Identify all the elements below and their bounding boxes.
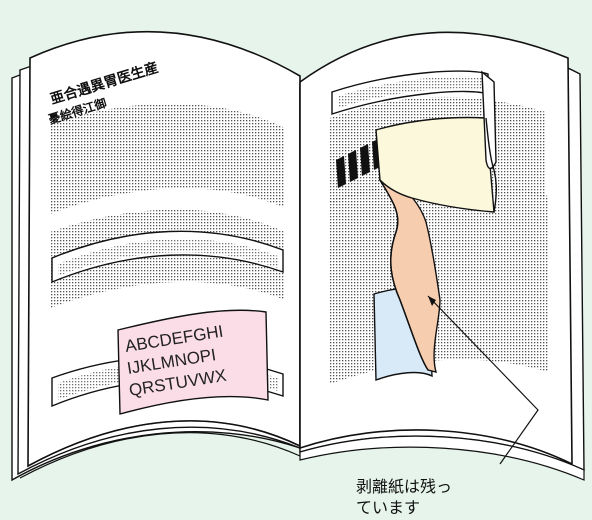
callout-arrow: [427, 295, 539, 465]
right-text-block-lower: [330, 181, 548, 384]
left-text-block-upper: [50, 103, 285, 214]
callout-text-line1: 剥離紙は残っ: [356, 477, 452, 496]
yellow-tab: [375, 116, 495, 213]
alphabet-sticker: ABCDEFGHI IJKLMNOPI QRSTUVWX: [117, 309, 269, 415]
callout-text-line2: ています: [356, 498, 420, 517]
yellow-tab-fold: [481, 70, 497, 170]
